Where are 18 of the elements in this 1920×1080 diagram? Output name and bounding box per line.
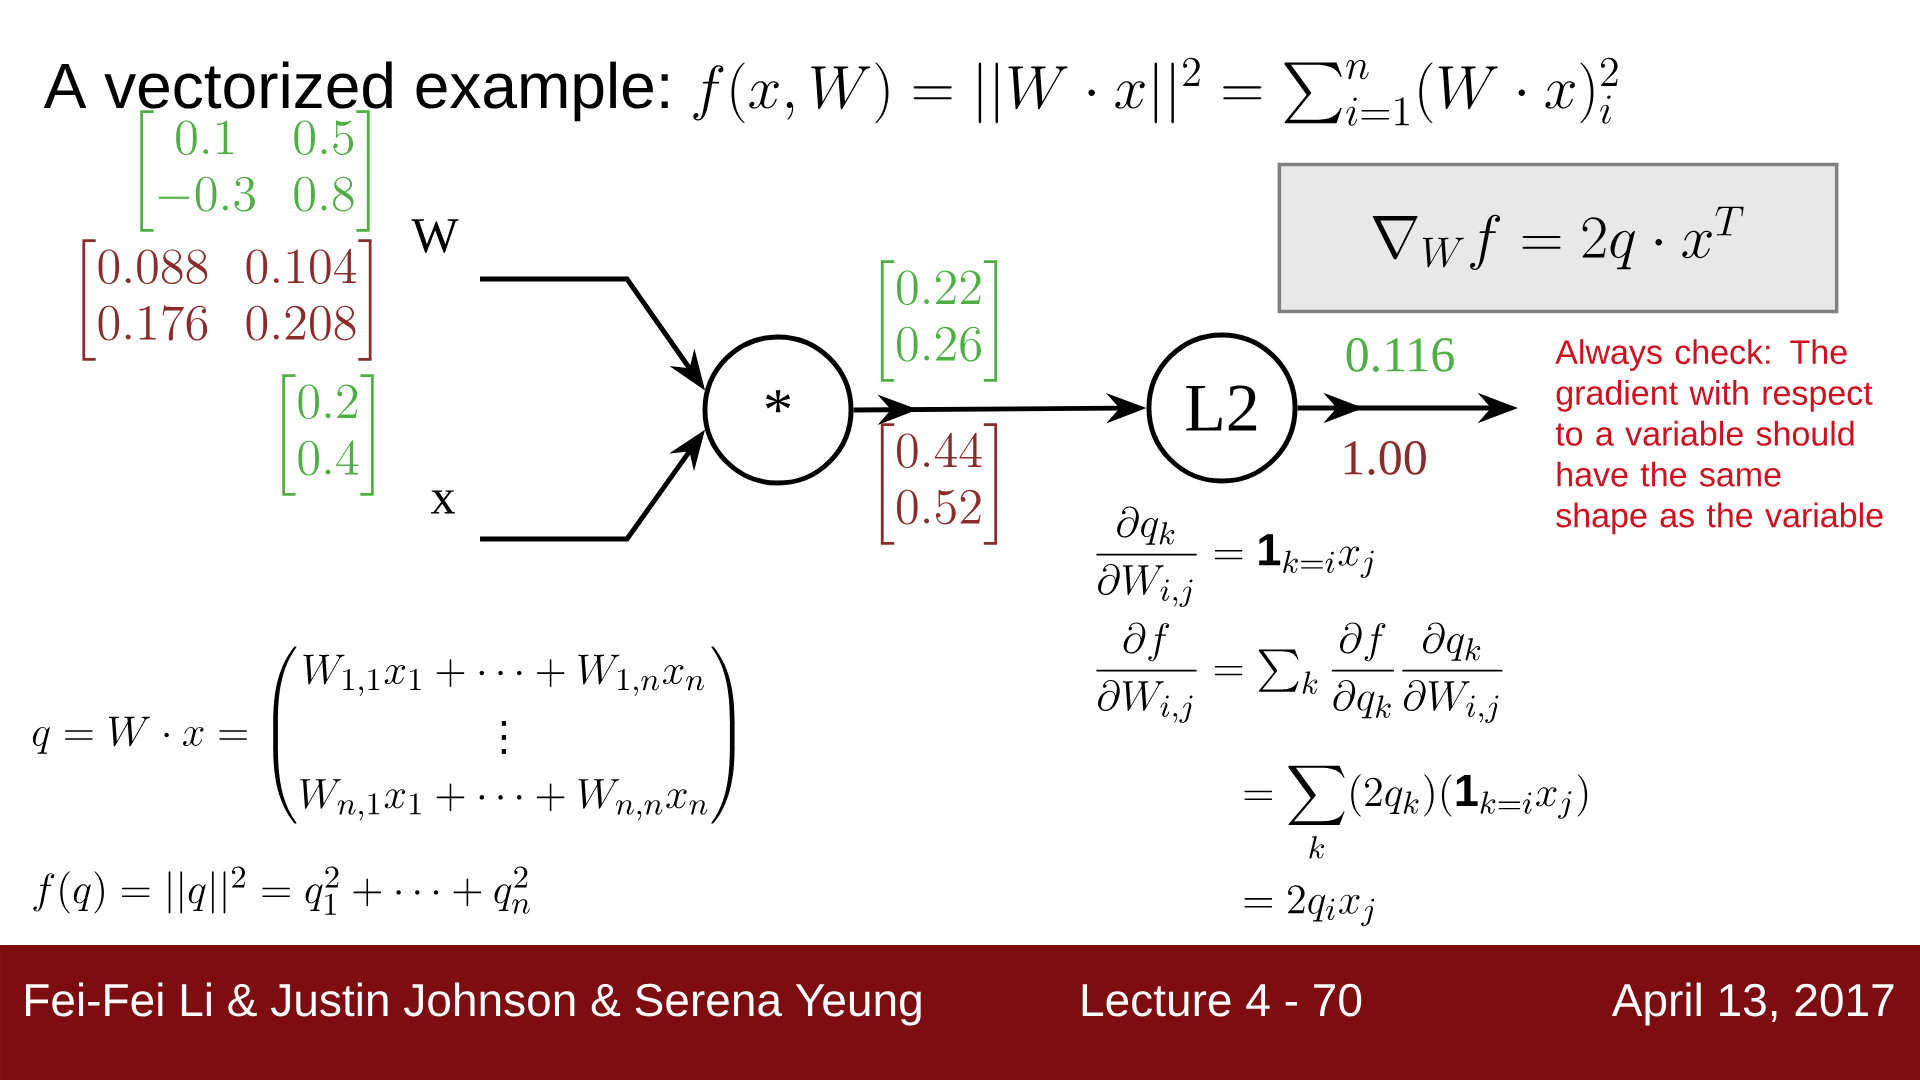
formula-box: $\nabla_W f = 2q\cdot x^T$ <box>1277 162 1839 314</box>
formula: $q = W\cdot x = \begin{pmatrix} W_{1,1}x_1+\cdots+W_{1,n}x_n\\ \vdots \\ W_{n,1}x_1+\cdots+W_{n,n}x_n\end{pmatrix}$ <box>32 646 735 824</box>
value-number: 0.116 <box>1346 338 1454 372</box>
value-vector: $\begin{bmatrix}0.22\\ 0.26\end{bmatrix}$ <box>880 260 998 382</box>
footer-text: Fei-Fei Li & Justin Johnson & Serena Yeung <box>26 982 921 1026</box>
gradient-vector: $\begin{bmatrix}0.44\\ 0.52\end{bmatrix}$ <box>880 423 998 545</box>
value-vector: $\begin{bmatrix}0.2\\ 0.4\end{bmatrix}$ <box>282 374 374 496</box>
formula: $= 2q_ix_j$ <box>1244 885 1375 927</box>
variable-label: W <box>411 219 459 253</box>
title-formula: $f(x,W) = ||W\cdot x||^2 = \sum_{i=1}^n (W\cdot x)_i^2$ <box>693 57 1618 126</box>
formula: $= \sum\limits_k (2q_k)(\mathbf{1}_{k=i}x_j)$ <box>1244 765 1588 859</box>
gradient-number: 1.00 <box>1344 441 1426 475</box>
formula: $\dfrac{\partial f}{\partial W_{i,j}} = \sum_k \dfrac{\partial f}{\partial q_k}\dfrac{\partial q_k}{\partial W_{i,j}}$ <box>1096 622 1503 723</box>
formula: $f(q) = ||q||^2 = q_1^2+\cdots+q_n^2$ <box>33 866 530 915</box>
gradient-matrix: $\begin{bmatrix}0.088 & 0.104\\ 0.176 & 0.208\end{bmatrix}$ <box>82 239 372 361</box>
footer-text: Lecture 4 - 70 <box>1082 983 1362 1017</box>
variable-label: x <box>430 490 455 514</box>
footer-text: April 13, 2017 <box>1611 982 1894 1026</box>
